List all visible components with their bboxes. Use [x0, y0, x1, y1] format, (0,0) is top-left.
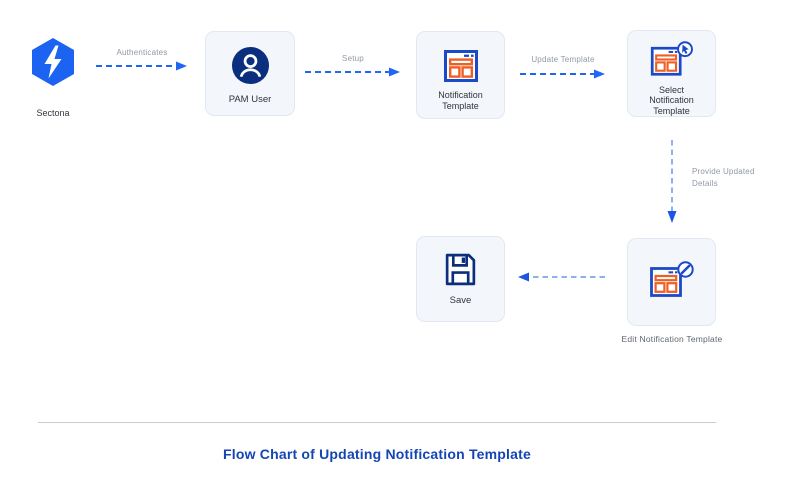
- sectona-logo: [32, 38, 74, 91]
- page-title: Flow Chart of Updating Notification Temp…: [223, 446, 531, 462]
- node-label: Select Notification Template: [649, 84, 694, 116]
- provide-updated-details-arrow: [667, 140, 677, 223]
- sectona-label: Sectona: [36, 108, 70, 118]
- authenticates-arrow: [96, 61, 187, 71]
- pam-user-icon: [231, 46, 269, 85]
- node-save: Save: [416, 236, 505, 322]
- edit-notification-template-label: Edit Notification Template: [621, 334, 723, 344]
- node-label: PAM User: [228, 94, 272, 105]
- setup-arrow: [305, 67, 400, 77]
- provide-updated-details-label: Provide Updated Details: [692, 167, 755, 188]
- update-template-arrow: [520, 69, 605, 79]
- select-template-icon: [650, 41, 693, 76]
- edit-to-save-arrow: [518, 272, 605, 282]
- edit-template-icon: [649, 261, 694, 297]
- update-template-arrow-label: Update Template: [531, 55, 595, 64]
- node-label: Save: [449, 295, 472, 306]
- save-icon: [445, 253, 476, 286]
- node-label: Notification Template: [438, 90, 483, 111]
- divider-line: [38, 422, 716, 423]
- setup-arrow-label: Setup: [342, 54, 364, 63]
- authenticates-arrow-label: Authenticates: [116, 48, 168, 57]
- node-select-notification-template: Select Notification Template: [627, 30, 716, 117]
- node-pam-user: PAM User: [205, 31, 295, 116]
- sectona-hexagon-icon: [32, 38, 74, 86]
- node-edit-notification-template: [627, 238, 716, 326]
- node-notification-template: Notification Template: [416, 31, 505, 119]
- notification-template-icon: [443, 50, 478, 82]
